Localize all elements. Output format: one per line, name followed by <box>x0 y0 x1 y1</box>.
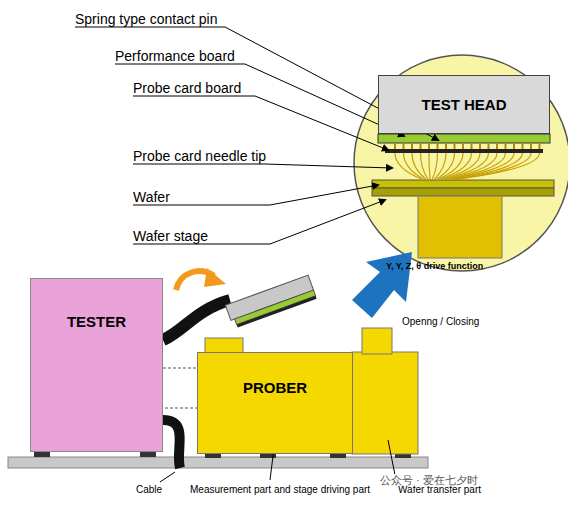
base-platform <box>8 457 428 468</box>
part-label: Openng / Closing <box>402 316 479 327</box>
part-label: Probe card needle tip <box>133 149 266 164</box>
part-label: Wafer <box>133 190 170 205</box>
drive-label: Y, Y, Z, θ drive function <box>386 262 483 272</box>
watermark: 公众号 · 爱在七夕时 <box>378 474 480 486</box>
zoom-circle <box>354 55 568 271</box>
part-label: Wafer stage <box>133 229 208 244</box>
performance-board <box>378 134 550 143</box>
tester-box: TESTER <box>30 278 163 452</box>
part-label: Probe card board <box>133 81 241 96</box>
node-title: TEST HEAD <box>421 96 506 113</box>
prober-box: PROBER <box>197 352 353 454</box>
wafer-stage <box>418 196 502 258</box>
wafer-chuck <box>372 188 554 196</box>
test-head-box: TEST HEAD <box>378 75 550 134</box>
probe-card-board <box>385 149 543 153</box>
part-label: Measurement part and stage driving part <box>190 484 370 495</box>
part-label: Cable <box>136 484 162 495</box>
part-label: Performance board <box>115 49 235 64</box>
cable <box>163 300 230 340</box>
loader-top <box>362 328 392 354</box>
node-title: TESTER <box>67 313 126 330</box>
part-label: Spring type contact pin <box>75 12 217 27</box>
node-title: PROBER <box>243 379 307 396</box>
test-head-open <box>225 275 316 329</box>
wafer-transfer-part <box>352 352 418 454</box>
wafer <box>372 180 554 188</box>
